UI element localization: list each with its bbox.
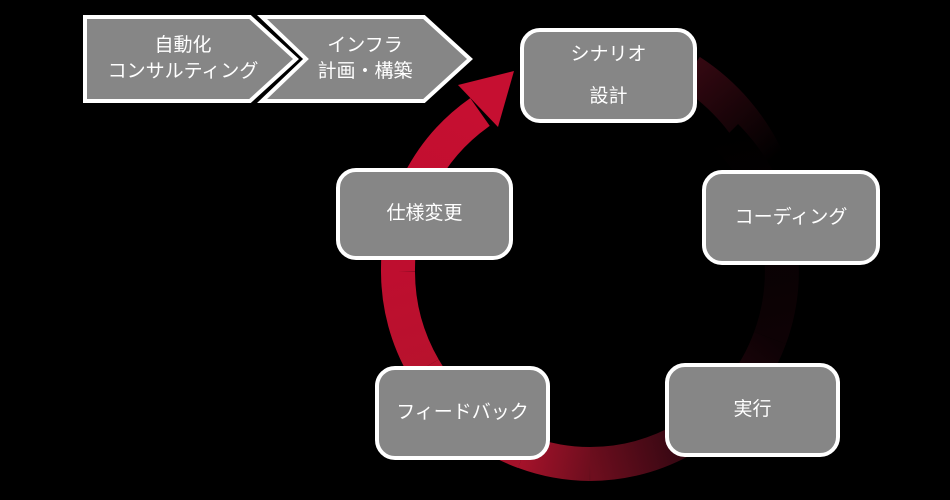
ribbon-segment-left — [381, 271, 439, 377]
process-step-1-label: 自動化 コンサルティング — [88, 33, 278, 85]
cycle-node-spec-change: 仕様変更 — [336, 168, 513, 260]
cycle-node-scenario-design: シナリオ 設計 — [520, 28, 697, 123]
process-step-1-chevron — [83, 15, 299, 103]
cycle-node-feedback-label: フィードバック — [396, 402, 529, 423]
cycle-node-feedback: フィードバック — [375, 366, 550, 460]
process-step-1-line2: コンサルティング — [107, 61, 259, 82]
cycle-node-scenario-line2: 設計 — [589, 85, 628, 107]
cycle-node-coding: コーディング — [702, 170, 880, 265]
cycle-node-execution-label: 実行 — [733, 399, 772, 420]
cycle-arrowhead-icon — [458, 71, 514, 127]
process-step-2-line2: 計画・構築 — [317, 61, 413, 82]
cycle-node-coding-label: コーディング — [734, 206, 848, 228]
cycle-node-spec-change-label: 仕様変更 — [386, 203, 463, 224]
process-step-2-chevron — [257, 15, 473, 103]
process-step-2-label: インフラ 計画・構築 — [272, 33, 458, 85]
cycle-node-scenario-line1: シナリオ — [570, 43, 647, 65]
process-step-2-line1: インフラ — [327, 35, 403, 56]
ribbon-tail-segment — [679, 56, 785, 171]
cycle-node-execution: 実行 — [665, 363, 840, 457]
process-step-1-line1: 自動化 — [154, 35, 212, 56]
